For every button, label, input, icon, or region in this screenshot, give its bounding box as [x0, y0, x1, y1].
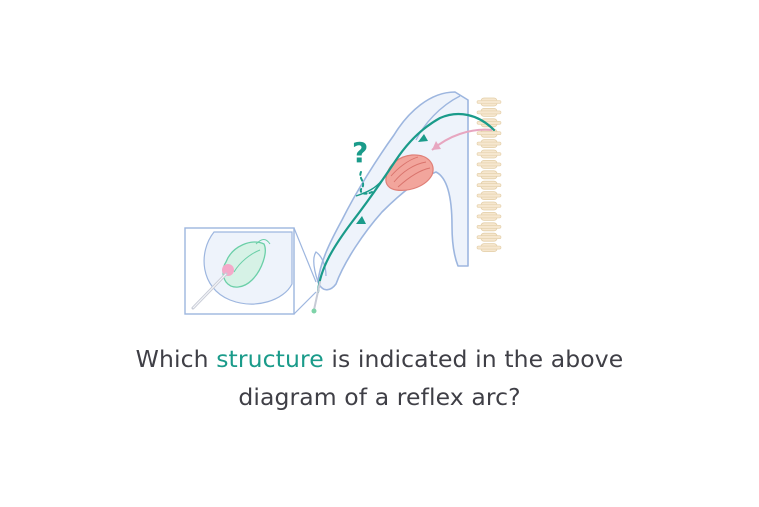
inset-connector-upper: [293, 227, 317, 283]
question-line-2: diagram of a reflex arc?: [238, 383, 521, 411]
vertebra-process: [476, 193, 502, 198]
sensory-pathway: [316, 112, 496, 294]
question-text: Which structure is indicated in the abov…: [0, 340, 759, 416]
sensory-arrow-lower: [356, 216, 366, 224]
vertebra-process: [476, 225, 502, 229]
vertebra-process: [476, 100, 502, 104]
vertebra-process: [476, 121, 502, 125]
spinal-column: [476, 97, 502, 253]
vertebra-process: [476, 204, 502, 208]
highlighted-term: structure: [216, 345, 324, 373]
muscle: [385, 154, 434, 191]
vertebra-process: [476, 235, 502, 239]
sensory-branch: [355, 179, 383, 197]
vertebra-process: [476, 162, 502, 167]
structure-indicator: ?: [352, 136, 373, 195]
muscle-body: [385, 154, 434, 191]
inset-connector-lower: [293, 291, 317, 315]
vertebra-process: [476, 110, 502, 115]
arm-inner-contour: [415, 95, 461, 141]
vertebra-process: [476, 131, 502, 135]
sensory-arrow-upper: [418, 134, 428, 142]
vertebra-process: [476, 183, 502, 187]
vertebra-process: [476, 214, 502, 219]
question-text-part: is indicated in the above: [323, 345, 624, 373]
receptor-inset: [184, 227, 317, 315]
vertebra-process: [476, 245, 502, 250]
question-mark: ?: [352, 136, 368, 169]
arm-skin: [317, 91, 469, 291]
indicator-squiggle: [359, 171, 373, 195]
question-text-part: Which: [135, 345, 217, 373]
motor-arrowhead: [432, 141, 441, 150]
question-line-1: Which structure is indicated in the abov…: [0, 340, 759, 378]
arm-illustration: [313, 91, 469, 291]
vertebra-process: [476, 152, 502, 156]
sensory-neuron: [316, 112, 496, 294]
reflex-arc-diagram: ?: [184, 91, 502, 315]
vertebra-process: [476, 173, 502, 177]
fingertip-stimulus: [311, 281, 321, 314]
vertebra-process: [476, 141, 502, 146]
motor-neuron: [431, 128, 493, 151]
